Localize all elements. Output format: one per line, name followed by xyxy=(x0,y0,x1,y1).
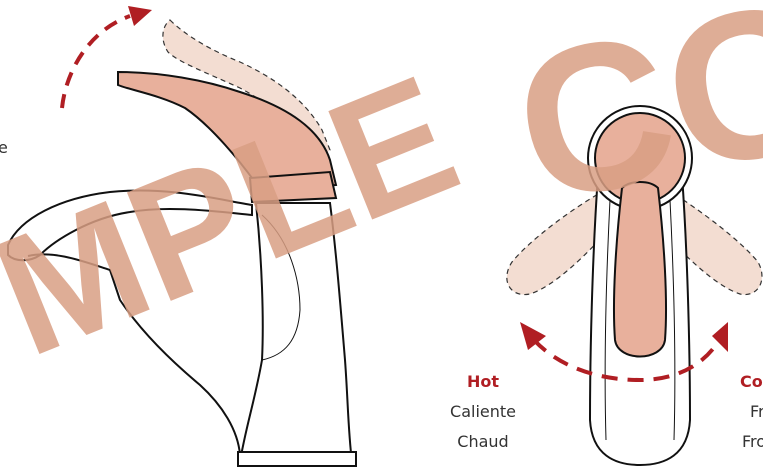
cold-label-es: Fr xyxy=(750,402,763,421)
cold-label: Co xyxy=(740,372,763,391)
hot-label: Hot xyxy=(423,372,543,391)
rotate-arrow-icon xyxy=(62,16,130,108)
rotate-arrow-head xyxy=(128,6,152,26)
hot-label-es: Caliente xyxy=(423,402,543,421)
cold-label-fr: Fro xyxy=(742,432,763,451)
swing-arrow-head-right xyxy=(712,322,728,352)
side-edge-text: e xyxy=(0,138,8,157)
base-plate xyxy=(238,452,356,466)
hot-label-fr: Chaud xyxy=(423,432,543,451)
